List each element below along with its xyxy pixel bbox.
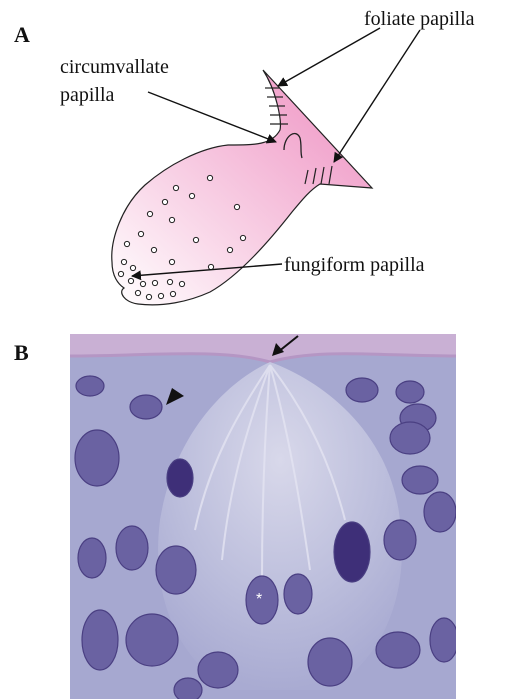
asterisk-marker: * bbox=[256, 591, 262, 608]
